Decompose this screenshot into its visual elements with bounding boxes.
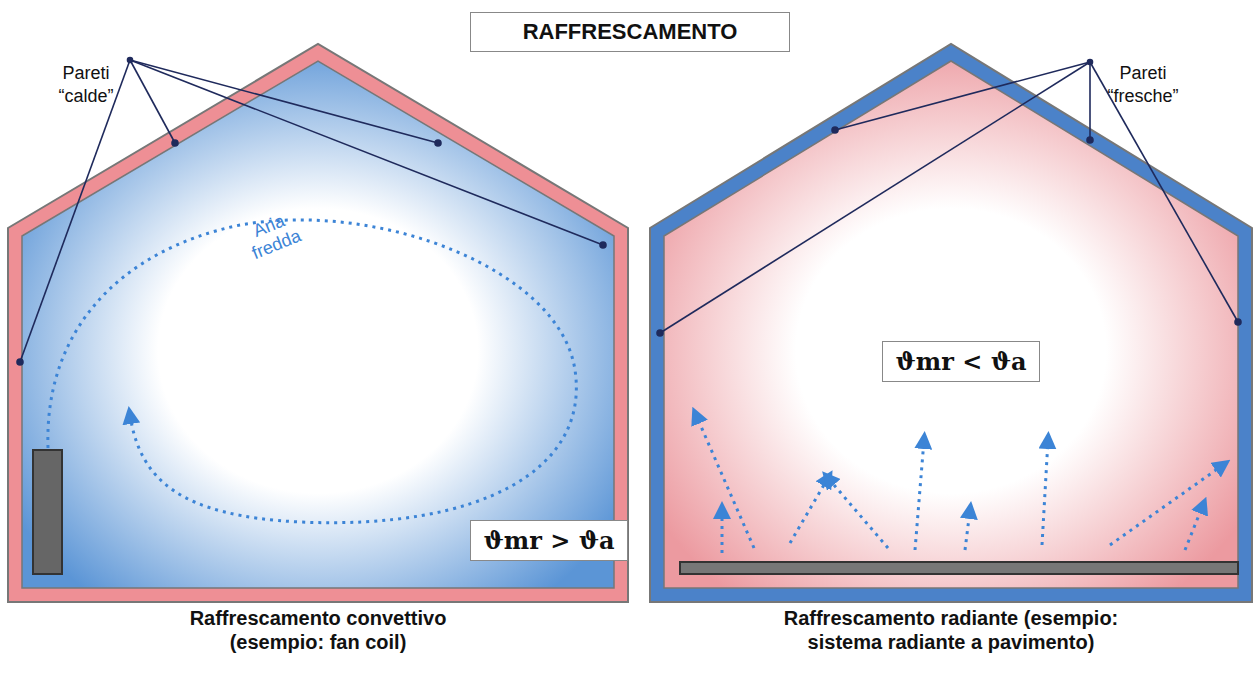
title-text: RAFFRESCAMENTO [523, 19, 738, 45]
wall-label: Pareti “fresche” [1098, 62, 1188, 107]
temperature-box: ϑmr > ϑa [470, 520, 628, 561]
temperature-box: ϑmr < ϑa [882, 341, 1040, 382]
caption-text: Raffrescamento radiante (esempio: sistem… [756, 606, 1146, 654]
caption-text: Raffrescamento convettivo (esempio: fan … [168, 606, 468, 654]
temperature-relation: ϑmr > ϑa [483, 526, 614, 555]
temperature-relation: ϑmr < ϑa [895, 347, 1026, 376]
wall-label: Pareti “calde” [46, 62, 126, 107]
title-box: RAFFRESCAMENTO [470, 12, 790, 52]
